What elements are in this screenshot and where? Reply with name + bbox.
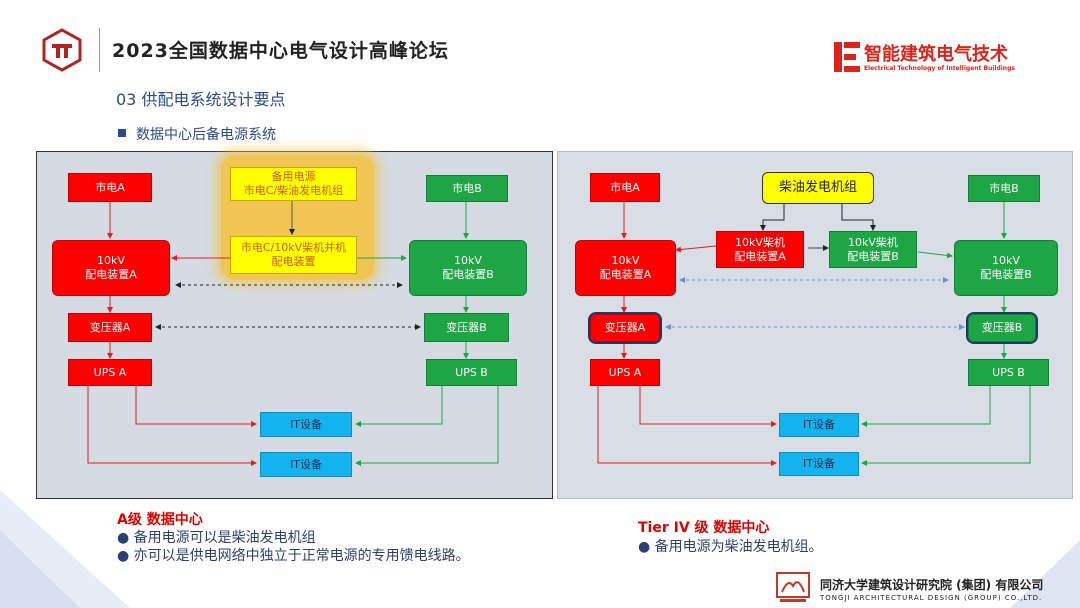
ups-a-box: UPS A <box>590 359 660 386</box>
mains-a-box: 市电A <box>68 173 152 202</box>
tongji-logo-icon <box>776 572 810 602</box>
caption-a-item: ● 备用电源可以是柴油发电机组 <box>117 530 316 546</box>
brand-name-en: Electrical Technology of Intelligent Bui… <box>864 65 1015 72</box>
gen-switchgear-b-box: 10kV柴机 配电装置B <box>829 231 917 268</box>
decorative-triangle-right <box>1010 540 1080 608</box>
it-equipment-1-box: IT设备 <box>779 413 859 437</box>
org-name-en: TONGJI ARCHITECTURAL DESIGN (GROUP) CO.,… <box>820 594 1043 602</box>
forum-title: 2023全国数据中心电气设计高峰论坛 <box>112 40 449 62</box>
it-equipment-2-box: IT设备 <box>779 452 859 476</box>
decorative-triangle-left <box>0 490 130 608</box>
brand-name-cn: 智能建筑电气技术 <box>864 44 1008 65</box>
org-name-cn: 同济大学建筑设计研究院 (集团) 有限公司 <box>820 578 1044 592</box>
header-divider <box>99 28 100 72</box>
mains-b-box: 市电B <box>968 175 1040 202</box>
it-equipment-2-box: IT设备 <box>260 452 352 477</box>
caption-a-title: A级 数据中心 <box>117 512 203 528</box>
transformer-b-box: 变压器B <box>966 312 1038 344</box>
switchgear-a-box: 10kV 配电装置A <box>575 240 676 296</box>
it-equipment-1-box: IT设备 <box>260 412 352 437</box>
switchgear-b-box: 10kV 配电装置B <box>954 240 1058 296</box>
transformer-a-box: 变压器A <box>68 313 152 342</box>
ups-a-box: UPS A <box>68 359 152 386</box>
mains-b-box: 市电B <box>426 175 508 202</box>
ups-b-box: UPS B <box>426 359 517 386</box>
ups-b-box: UPS B <box>968 359 1049 386</box>
brand-logo-icon <box>834 42 860 72</box>
bullet-square <box>118 129 126 137</box>
parallel-switchgear-box: 市电C/10kV柴机并机 配电装置 <box>230 236 357 274</box>
mains-a-box: 市电A <box>590 173 660 202</box>
diesel-generator-box: 柴油发电机组 <box>762 172 874 204</box>
gen-switchgear-a-box: 10kV柴机 配电装置A <box>716 231 804 268</box>
caption-a-item: ● 亦可以是供电网络中独立于正常电源的专用馈电线路。 <box>117 548 470 564</box>
caption-b-title: Tier IV 级 数据中心 <box>638 520 770 536</box>
backup-source-box: 备用电源 市电C/柴油发电机组 <box>230 167 357 201</box>
caption-b-item: ● 备用电源为柴油发电机组。 <box>638 539 823 555</box>
transformer-a-box: 变压器A <box>588 312 662 344</box>
brand-logo: 智能建筑电气技术 Electrical Technology of Intell… <box>834 40 1044 80</box>
section-title: 03 供配电系统设计要点 <box>116 90 286 109</box>
switchgear-b-box: 10kV 配电装置B <box>409 240 527 296</box>
bullet-label: 数据中心后备电源系统 <box>136 127 276 143</box>
transformer-b-box: 变压器B <box>424 313 509 342</box>
switchgear-a-box: 10kV 配电装置A <box>52 240 170 296</box>
forum-logo-icon <box>42 28 82 72</box>
